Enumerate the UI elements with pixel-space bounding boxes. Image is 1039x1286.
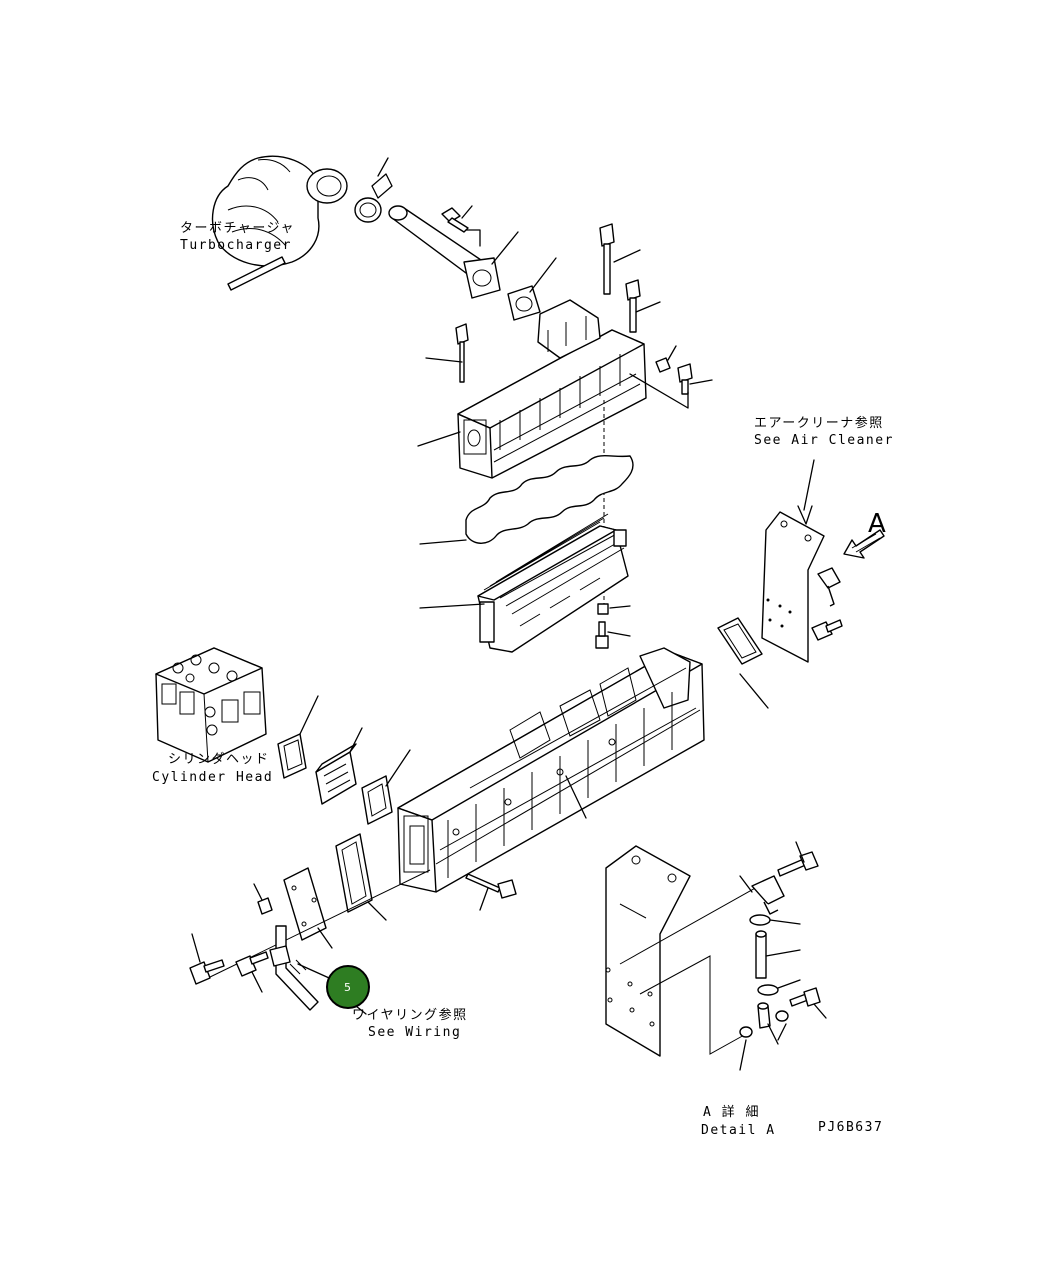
wiring-harness [269, 925, 319, 1011]
detail-a-label-en: Detail A [701, 1123, 776, 1138]
centerline-1 [435, 709, 701, 865]
leader-bolts [425, 249, 713, 409]
detail-a-label-jp: A 詳 細 [703, 1104, 760, 1120]
leader-long-bolt [479, 887, 489, 911]
sensor-block [315, 743, 357, 805]
leader-cover-bolt [253, 883, 263, 901]
leader-intake-manifold [565, 775, 587, 819]
bracket-bolt [811, 619, 843, 641]
turbocharger [211, 155, 348, 291]
cylinder-head [155, 647, 267, 763]
leader-pipe-bolt [461, 205, 481, 247]
clamp-ring [354, 197, 382, 223]
leader-front-cover [317, 927, 333, 949]
leader-callout [355, 1005, 367, 1015]
leader-ring [739, 1039, 747, 1071]
drawing-code: PJ6B637 [818, 1120, 883, 1135]
turbocharger-label-jp: ターボチャージャ [180, 221, 295, 236]
leader-sensor-block [349, 727, 363, 753]
turbocharger-label-en: Turbocharger [180, 238, 292, 253]
air-cleaner-bracket [761, 511, 825, 663]
leader-air-cleaner [797, 459, 815, 525]
wiring-label-en: See Wiring [368, 1025, 461, 1040]
front-cover [283, 867, 327, 941]
leader-spacer [765, 949, 801, 957]
leader-clamp [371, 157, 393, 199]
pipe-gasket [507, 285, 541, 321]
detail-a-bolt [777, 851, 819, 877]
cylinder-head-label-en: Cylinder Head [152, 770, 273, 785]
leader-gasket-main [419, 539, 467, 545]
detail-a-spacer [755, 930, 767, 979]
detail-a-nut [757, 1002, 771, 1029]
long-bolt [465, 873, 517, 899]
leader-gasket-right [739, 673, 769, 709]
detail-a-washer [757, 984, 779, 996]
aftercooler [477, 513, 629, 653]
air-cleaner-label-jp: エアークリーナ参照 [754, 415, 884, 431]
detail-a-bolt2 [775, 987, 821, 1022]
intake-manifold [397, 647, 705, 893]
pipe-bolt [441, 207, 469, 233]
gasket-right [717, 617, 763, 665]
leader-front-gasket [367, 901, 387, 921]
gasket [465, 455, 634, 544]
air-cleaner-label-en: See Air Cleaner [754, 433, 894, 448]
leader-upper-manifold [417, 431, 461, 447]
detail-a-guides [619, 881, 767, 1055]
leader-pipe [491, 231, 519, 265]
detail-a-clip [751, 875, 785, 915]
leader-gasket-left-1 [299, 695, 319, 735]
leader-core-bolts [607, 605, 631, 637]
callout-circle [326, 965, 370, 1009]
detail-a-bracket [605, 845, 691, 1057]
detail-a-ring [739, 1026, 753, 1038]
leader-detail-bolt [739, 841, 805, 893]
leader-bolt2 [777, 1003, 827, 1041]
cylinder-head-label-jp: シリンダヘッド [168, 752, 270, 767]
callout-bubble[interactable]: 5 [326, 965, 370, 1009]
leader-aftercooler [419, 603, 485, 609]
cover-bolt-small [257, 897, 273, 915]
upper-manifold [457, 299, 647, 479]
gasket-left-2 [361, 775, 393, 825]
leader-lower-bolts [191, 933, 263, 993]
leader-nut [767, 1023, 779, 1045]
wiring-label-jp: ワイヤリング参照 [352, 1007, 468, 1023]
leader-gasket-left-2 [385, 749, 411, 787]
bracket-clip [817, 567, 841, 607]
gasket-left-1 [277, 733, 307, 779]
front-gasket [335, 833, 373, 913]
connector-pipe [388, 205, 501, 299]
leader-washer [777, 979, 801, 989]
callout-number: 5 [344, 981, 351, 994]
detail-a-collar [749, 914, 771, 926]
core-bolts [595, 603, 609, 649]
lower-bolts [189, 951, 269, 985]
leader-gasket [529, 257, 557, 293]
view-arrow [843, 529, 885, 559]
leader-collar [769, 919, 801, 925]
